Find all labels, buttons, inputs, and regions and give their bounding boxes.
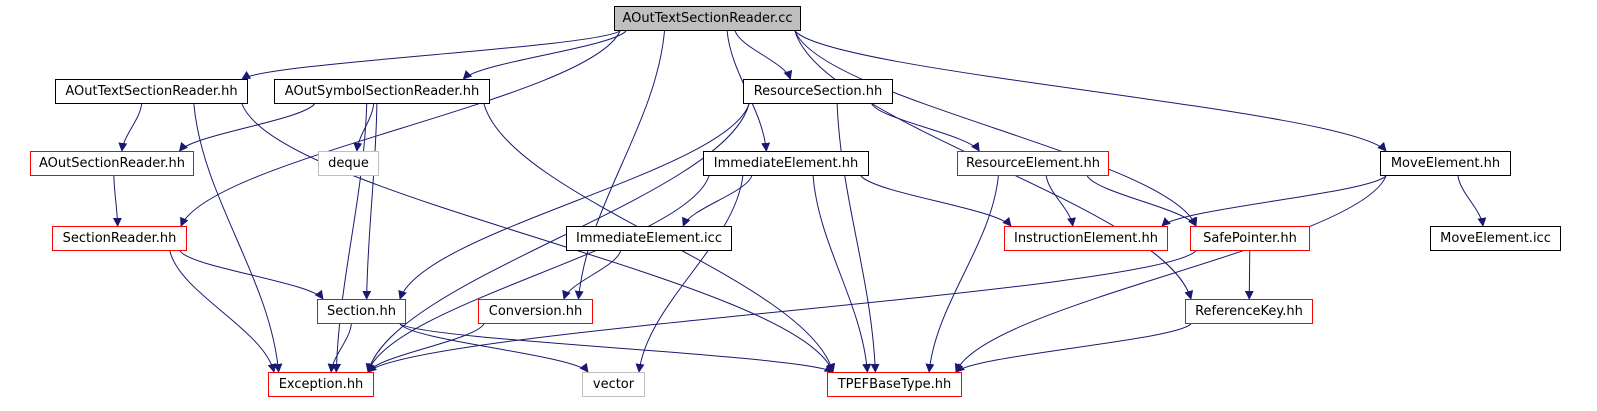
edge-n2-n17	[332, 103, 368, 373]
edge-n3-n14	[398, 103, 750, 300]
node-moveelement-hh[interactable]: MoveElement.hh	[1380, 151, 1511, 176]
edge-n12-n16	[1244, 250, 1254, 300]
edge-n14-n18	[399, 323, 589, 373]
edge-n8-n13	[1457, 175, 1487, 227]
edge-n9-n14	[179, 250, 324, 300]
edge-n0-n12	[794, 30, 1198, 227]
node-instructionelement-hh[interactable]: InstructionElement.hh	[1004, 226, 1168, 251]
edge-n3-n7	[871, 103, 980, 152]
node-safepointer-hh[interactable]: SafePointer.hh	[1190, 226, 1310, 251]
edge-n7-n19	[925, 175, 999, 373]
edge-n15-n17	[367, 323, 485, 373]
edge-n0-n1	[241, 30, 621, 80]
edge-n9-n17	[169, 250, 277, 373]
node-aoutsectionreader-hh[interactable]: AOutSectionReader.hh	[30, 151, 194, 176]
edge-n6-n11	[860, 175, 1012, 227]
node-tpefbasetype-hh[interactable]: TPEFBaseType.hh	[827, 372, 962, 397]
edge-n16-n19	[955, 323, 1192, 373]
edge-n3-n17	[365, 103, 750, 373]
edge-n14-n19	[399, 323, 834, 373]
edge-n10-n15	[562, 250, 622, 300]
edge-n6-n17	[366, 175, 710, 373]
edge-n1-n4	[118, 103, 143, 152]
edge-n0-n8	[794, 30, 1387, 152]
node-aouttextsectionreader-cc: AOutTextSectionReader.cc	[614, 6, 801, 31]
edge-n8-n19	[954, 175, 1387, 373]
edge-n2-n4	[178, 103, 315, 152]
edge-n3-n19	[836, 103, 880, 373]
node-resourcesection-hh[interactable]: ResourceSection.hh	[743, 79, 893, 104]
node-aouttextsectionreader-hh[interactable]: AOutTextSectionReader.hh	[55, 79, 248, 104]
edge-n14-n17	[327, 323, 352, 373]
node-resourceelement-hh[interactable]: ResourceElement.hh	[957, 151, 1109, 176]
edge-n2-n14	[362, 103, 378, 300]
edge-n1-n17	[193, 103, 283, 373]
node-referencekey-hh[interactable]: ReferenceKey.hh	[1185, 299, 1313, 324]
edge-n12-n17	[367, 250, 1197, 373]
node-aoutsymbolsectionreader-hh[interactable]: AOutSymbolSectionReader.hh	[274, 79, 490, 104]
edge-n7-n12	[1086, 175, 1197, 227]
node-section-hh[interactable]: Section.hh	[317, 299, 406, 324]
edge-n0-n2	[462, 30, 627, 80]
edge-n1-n19	[241, 103, 835, 373]
edge-n0-n3	[734, 30, 793, 80]
edge-n6-n19	[812, 175, 872, 373]
edge-n4-n9	[112, 175, 122, 227]
edge-n7-n11	[1045, 175, 1076, 227]
edge-n0-n9	[180, 30, 621, 227]
edge-n0-n15	[574, 30, 665, 300]
node-deque: deque	[318, 151, 379, 176]
node-immediateelement-icc[interactable]: ImmediateElement.icc	[566, 226, 732, 251]
node-immediateelement-hh[interactable]: ImmediateElement.hh	[703, 151, 869, 176]
node-exception-hh[interactable]: Exception.hh	[268, 372, 374, 397]
edge-n8-n11	[1161, 175, 1387, 227]
edge-n6-n18	[635, 175, 744, 373]
node-moveelement-icc[interactable]: MoveElement.icc	[1430, 226, 1561, 251]
node-conversion-hh[interactable]: Conversion.hh	[478, 299, 593, 324]
edge-n6-n10	[682, 175, 753, 227]
node-sectionreader-hh[interactable]: SectionReader.hh	[52, 226, 187, 251]
node-vector: vector	[582, 372, 645, 397]
